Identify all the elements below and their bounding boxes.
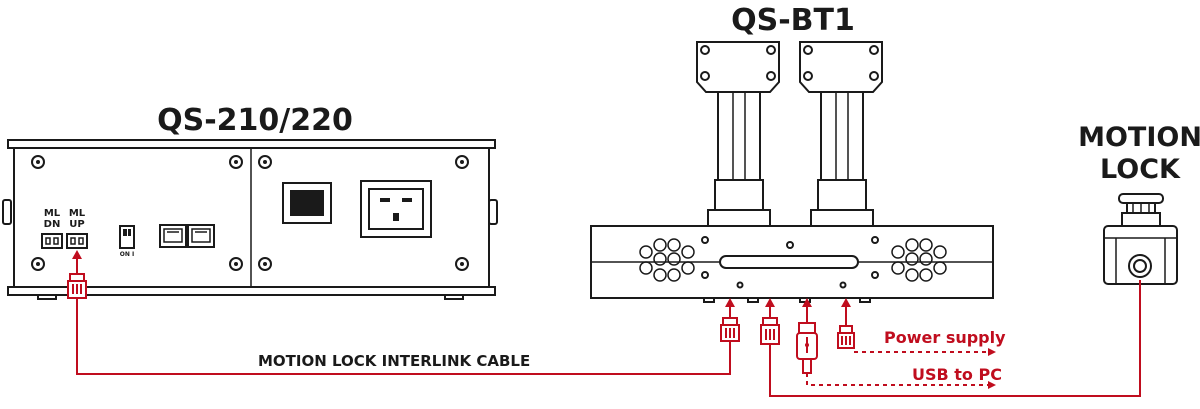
motion-lock-device	[1103, 193, 1178, 285]
network-port-1[interactable]	[159, 224, 187, 248]
interlink-connector-base	[720, 317, 740, 342]
motion-lock-cable-path	[769, 280, 1141, 397]
vent-right	[891, 238, 947, 282]
column-right	[810, 91, 874, 227]
motion-lock-title-line1: MOTION	[1078, 122, 1200, 153]
base-title: QS-BT1	[731, 3, 855, 38]
usb-label: USB to PC	[912, 365, 1002, 384]
interlink-connector-controller	[67, 273, 87, 299]
mount-plate-left	[696, 41, 780, 93]
ml-up-port[interactable]	[66, 233, 88, 249]
base-unit	[590, 41, 994, 303]
network-port-2[interactable]	[187, 224, 215, 248]
dip-switch-label: ON I	[120, 251, 134, 258]
mount-plate-right	[799, 41, 883, 93]
interlink-cable-path	[76, 298, 731, 375]
column-left	[707, 91, 771, 227]
controller-title: QS-210/220	[157, 103, 353, 138]
power-supply-connector	[837, 325, 855, 349]
ml-dn-port[interactable]	[41, 233, 63, 249]
motion-lock-title-line2: LOCK	[1100, 154, 1181, 185]
controller-screws	[31, 155, 469, 271]
usb-connector	[796, 322, 818, 374]
usb-cable-path	[806, 373, 990, 386]
dip-switch[interactable]	[119, 225, 135, 249]
power-switch[interactable]	[282, 182, 332, 224]
motion-lock-connector-base	[760, 317, 780, 345]
vent-left	[639, 238, 695, 282]
power-supply-label: Power supply	[884, 328, 1006, 347]
interlink-cable-label: MOTION LOCK INTERLINK CABLE	[258, 352, 530, 370]
power-inlet[interactable]	[360, 180, 432, 238]
